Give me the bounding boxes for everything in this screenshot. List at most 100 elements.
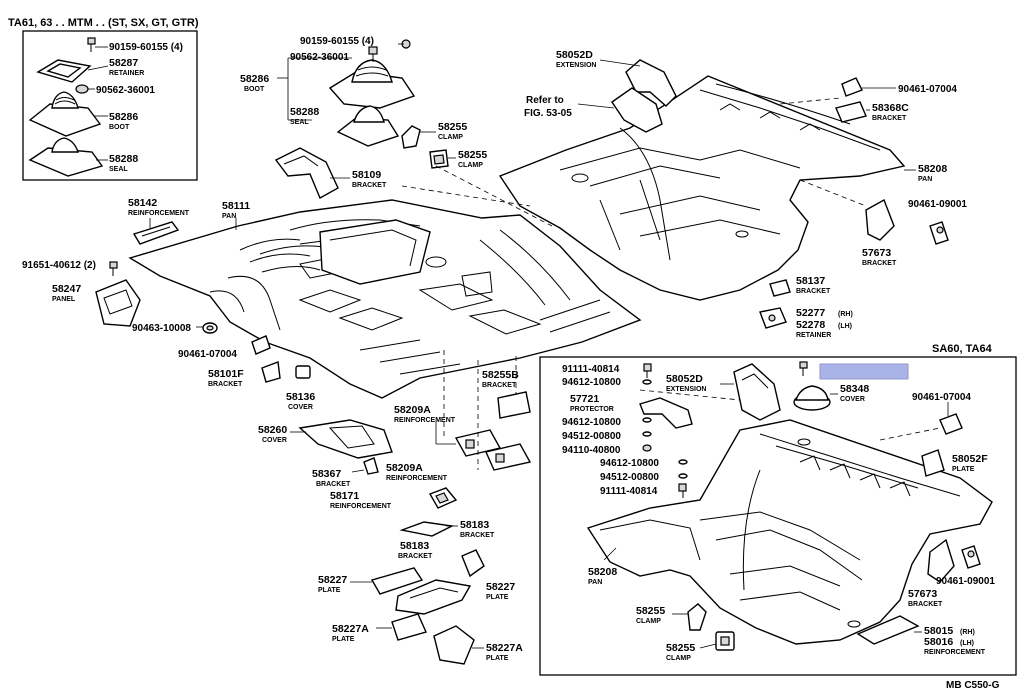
callout-57673-bottom-name: BRACKET [908, 601, 943, 608]
callout-94110: 94110-40800 [562, 445, 621, 456]
callout-58208-top-name: PAN [918, 176, 932, 183]
bracket-58367 [363, 457, 379, 475]
callout-58137-pn: 58137 [796, 275, 825, 287]
bracket-58109 [274, 147, 339, 199]
callout-58227A-a-name: PLATE [332, 636, 355, 643]
bracket-58183-b [461, 549, 485, 578]
highlight-box [819, 363, 909, 380]
callout-58287-name: RETAINER [109, 70, 144, 77]
callout-58052F-name: PLATE [952, 466, 975, 473]
callout-58255-d-pn: 58255 [666, 642, 695, 654]
callout-90159-inset: 90159-60155 (4) [109, 42, 183, 53]
seal-58288-top [336, 105, 400, 147]
callout-57673-bottom-pn: 57673 [908, 588, 937, 600]
callout-58255-a-pn: 58255 [438, 121, 467, 133]
clip-90461-09001-bottom [961, 545, 981, 569]
callout-58348-name: COVER [840, 396, 865, 403]
reinforcement-58171 [428, 487, 458, 509]
inset-seal [28, 137, 104, 177]
clip-90461-07004-bottom [939, 413, 963, 435]
bracket-58368C [835, 101, 867, 123]
callout-90463: 90463-10008 [132, 323, 191, 334]
plate-58227-a [370, 567, 424, 595]
callout-58052D-bottom-name: EXTENSION [666, 386, 706, 393]
floor-pan-58208-top [498, 75, 906, 301]
callout-58227-a-pn: 58227 [318, 574, 347, 586]
callout-58227A-b-name: PLATE [486, 655, 509, 662]
callout-58367-pn: 58367 [312, 468, 341, 480]
callout-94612-c: 94612-10800 [600, 458, 659, 469]
callout-58368C-pn: 58368C [872, 102, 909, 114]
callout-58227-a-name: PLATE [318, 587, 341, 594]
callout-58209A-a-pn: 58209A [394, 404, 431, 416]
floor-pan-58111 [128, 199, 642, 399]
bracket-58255B [497, 391, 531, 419]
callout-90461-09001-bottom: 90461-09001 [936, 576, 995, 587]
callout-90461-07004-bottom: 90461-07004 [912, 392, 971, 403]
callout-58136-name: COVER [288, 404, 313, 411]
callout-58255-c-name: CLAMP [636, 618, 661, 625]
callout-58052D-bottom-pn: 58052D [666, 373, 703, 385]
boot-58286-top [328, 39, 416, 109]
callout-refer-line1: Refer to [526, 95, 564, 106]
callout-58209A-b-pn: 58209A [386, 462, 423, 474]
callout-58255-b-name: CLAMP [458, 162, 483, 169]
callout-reinforcement-bottom-name: REINFORCEMENT [924, 649, 986, 656]
callout-90461-09001-top: 90461-09001 [908, 199, 967, 210]
callout-58101F-pn: 58101F [208, 368, 244, 380]
callout-58052F-pn: 58052F [952, 453, 988, 465]
callout-58286-inset-pn: 58286 [109, 111, 138, 123]
callout-refer-line2: FIG. 53-05 [524, 108, 572, 119]
bracket-57673-bottom [927, 538, 955, 583]
callout-58136-pn: 58136 [286, 391, 315, 403]
callout-58288-top-pn: 58288 [290, 106, 319, 118]
bolt-highlighted [799, 361, 808, 376]
callout-58288-inset-pn: 58288 [109, 153, 138, 165]
callout-57721-name: PROTECTOR [570, 406, 614, 413]
callout-58183-a-name: BRACKET [460, 532, 495, 539]
bracket-58183-a [399, 521, 455, 537]
protector-57721 [639, 397, 693, 429]
callout-58208-top-pn: 58208 [918, 163, 947, 175]
clamp-58255-b [429, 149, 449, 169]
bracket-57673-top [865, 198, 895, 241]
header-right: SA60, TA64 [932, 343, 993, 355]
callout-58255B-pn: 58255B [482, 369, 519, 381]
fastener-stack [642, 363, 688, 498]
plate-58227-b [395, 579, 472, 615]
plate-58052F [921, 449, 945, 477]
extension-58052D-bottom [733, 363, 781, 421]
callout-58171-name: REINFORCEMENT [330, 503, 392, 510]
callout-58183-b-pn: 58183 [400, 540, 429, 552]
cover-58348 [793, 385, 831, 411]
callout-58227A-b-pn: 58227A [486, 642, 523, 654]
callout-58015-pn: 58015 [924, 625, 953, 637]
callout-58368C-name: BRACKET [872, 115, 907, 122]
callout-58348-pn: 58348 [840, 383, 869, 395]
callout-90159-top: 90159-60155 (4) [300, 36, 374, 47]
bracket-58137 [769, 279, 791, 297]
callout-52278-pn: 52278 [796, 319, 825, 331]
reinforcement-58015 [856, 615, 920, 645]
callout-52277-side: (RH) [838, 311, 853, 318]
cover-58136 [295, 365, 311, 379]
callout-58109-pn: 58109 [352, 169, 381, 181]
callout-52277-pn: 52277 [796, 307, 825, 319]
callout-58255-c-pn: 58255 [636, 605, 665, 617]
callout-58052D-top-name: EXTENSION [556, 62, 596, 69]
callout-58142-pn: 58142 [128, 197, 157, 209]
callout-57721-pn: 57721 [570, 393, 599, 405]
callout-58288-top-name: SEAL [290, 119, 309, 126]
cover-58260 [298, 419, 393, 459]
callout-58209A-b-name: REINFORCEMENT [386, 475, 448, 482]
inset-frame-right [539, 356, 1017, 676]
bolt-91651 [109, 261, 118, 276]
callout-58255-d-name: CLAMP [666, 655, 691, 662]
callout-58015-side: (RH) [960, 629, 975, 636]
callout-58227A-a-pn: 58227A [332, 623, 369, 635]
callout-58227-b-pn: 58227 [486, 581, 515, 593]
callout-58111-name: PAN [222, 213, 236, 220]
inset-boot [28, 91, 102, 137]
inset-frame-left [22, 30, 198, 181]
panel-58247 [95, 279, 141, 327]
